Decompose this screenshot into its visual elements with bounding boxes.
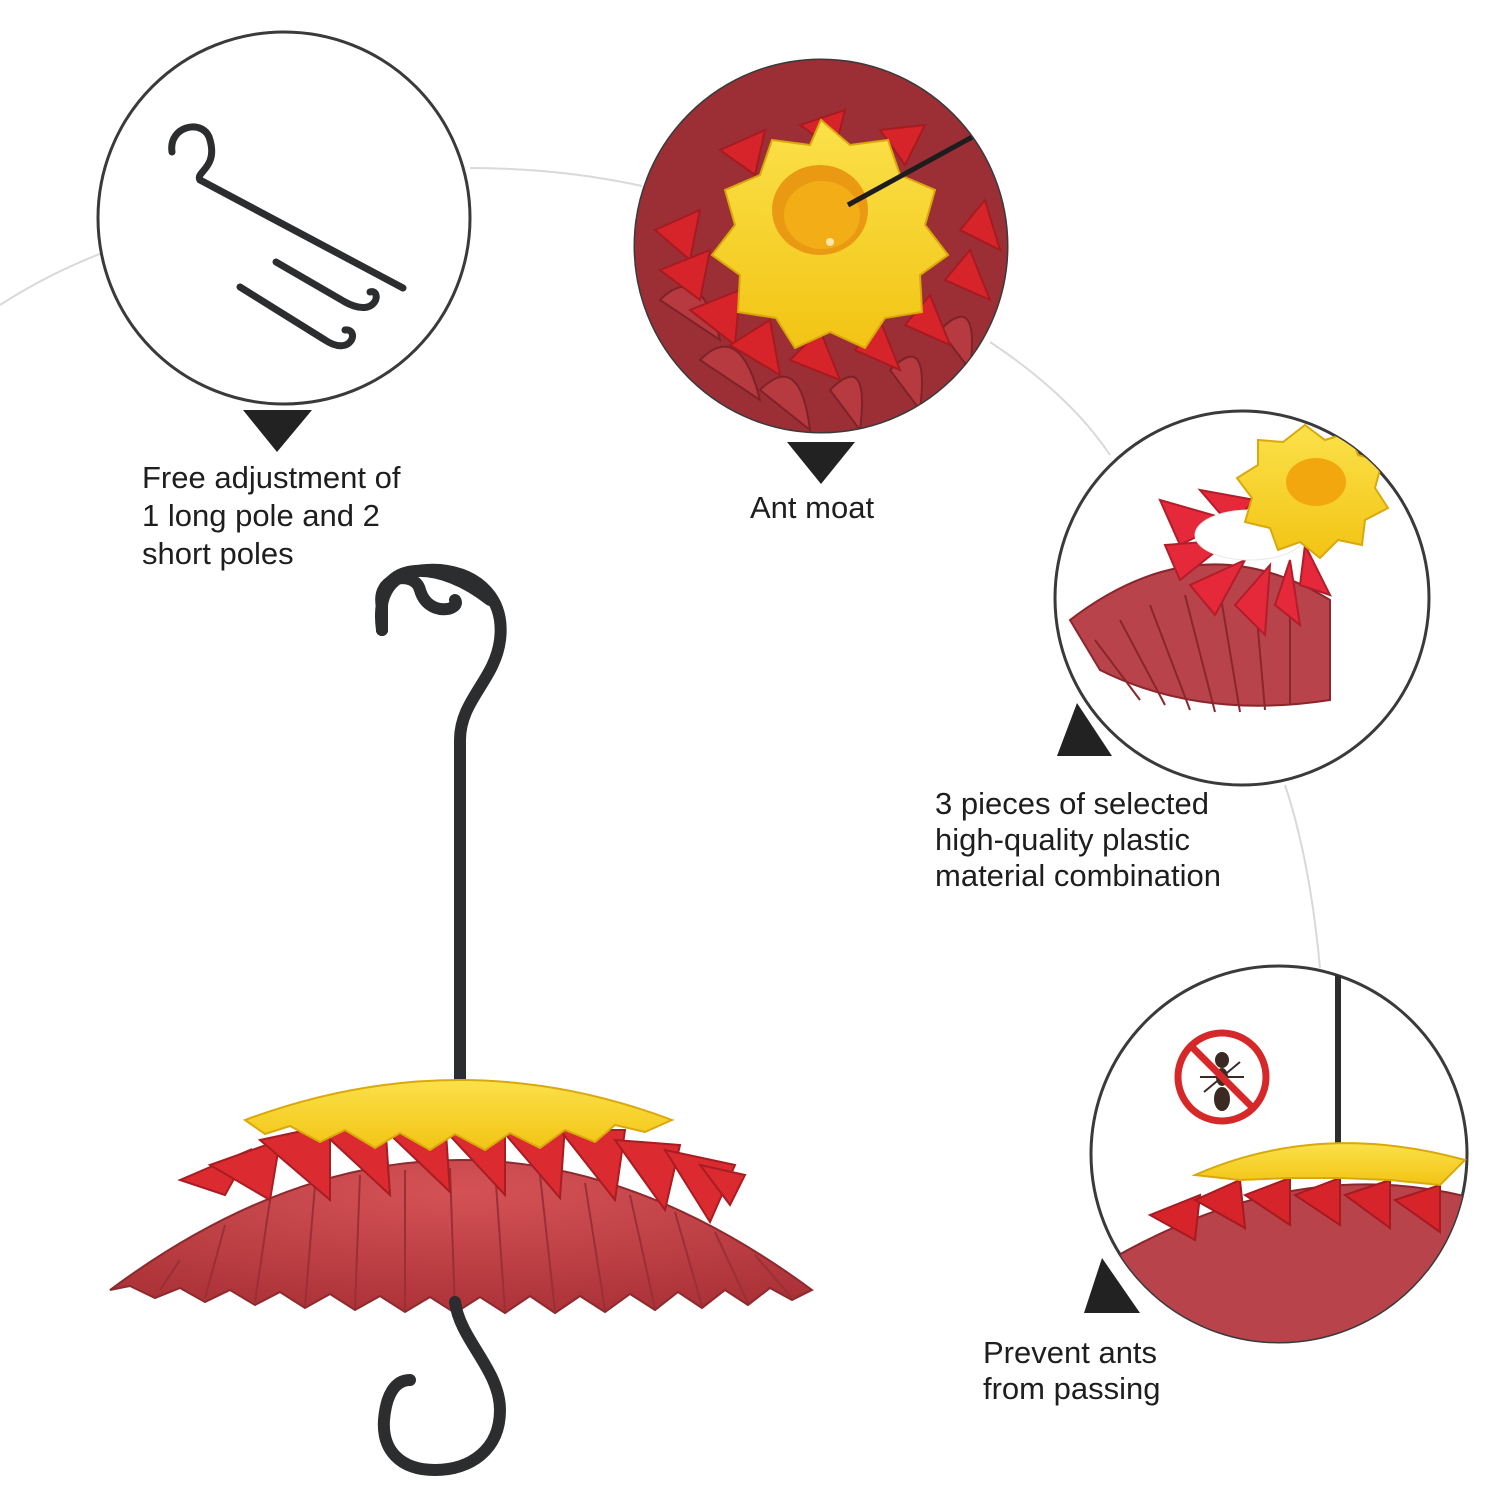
no-ants-icon bbox=[1174, 1029, 1270, 1125]
hooks-detail-circle bbox=[96, 30, 472, 406]
pieces-detail-circle bbox=[1053, 409, 1431, 787]
triangle-pointer-icon bbox=[243, 410, 1140, 1313]
pieces-caption-line-1: 3 pieces of selected bbox=[935, 786, 1210, 821]
main-hook-icon bbox=[374, 563, 507, 1086]
ant-moat-product bbox=[109, 563, 814, 1477]
lower-hook-icon bbox=[377, 1296, 507, 1477]
hooks-caption-line-1: Free adjustment of bbox=[142, 460, 401, 495]
pieces-caption: 3 pieces of selected high-quality plasti… bbox=[935, 786, 1221, 894]
ant-moat-caption: Ant moat bbox=[750, 489, 874, 527]
hooks-caption: Free adjustment of 1 long pole and 2 sho… bbox=[142, 459, 400, 573]
prevent-ants-caption-line-2: from passing bbox=[983, 1371, 1161, 1406]
pieces-caption-line-3: material combination bbox=[935, 858, 1222, 893]
short-hook-icon bbox=[236, 258, 380, 350]
prevent-ants-caption: Prevent ants from passing bbox=[983, 1335, 1160, 1407]
long-hook-icon bbox=[168, 123, 407, 292]
ant-moat-detail-circle bbox=[633, 58, 1009, 434]
pieces-caption-line-2: high-quality plastic bbox=[935, 822, 1191, 857]
ant-moat-caption-line-1: Ant moat bbox=[750, 490, 875, 525]
hooks-caption-line-3: short poles bbox=[142, 536, 294, 571]
hooks-caption-line-2: 1 long pole and 2 bbox=[142, 498, 380, 533]
prevent-ants-caption-line-1: Prevent ants bbox=[983, 1335, 1158, 1370]
prevent-ants-detail-circle bbox=[1089, 964, 1469, 1344]
